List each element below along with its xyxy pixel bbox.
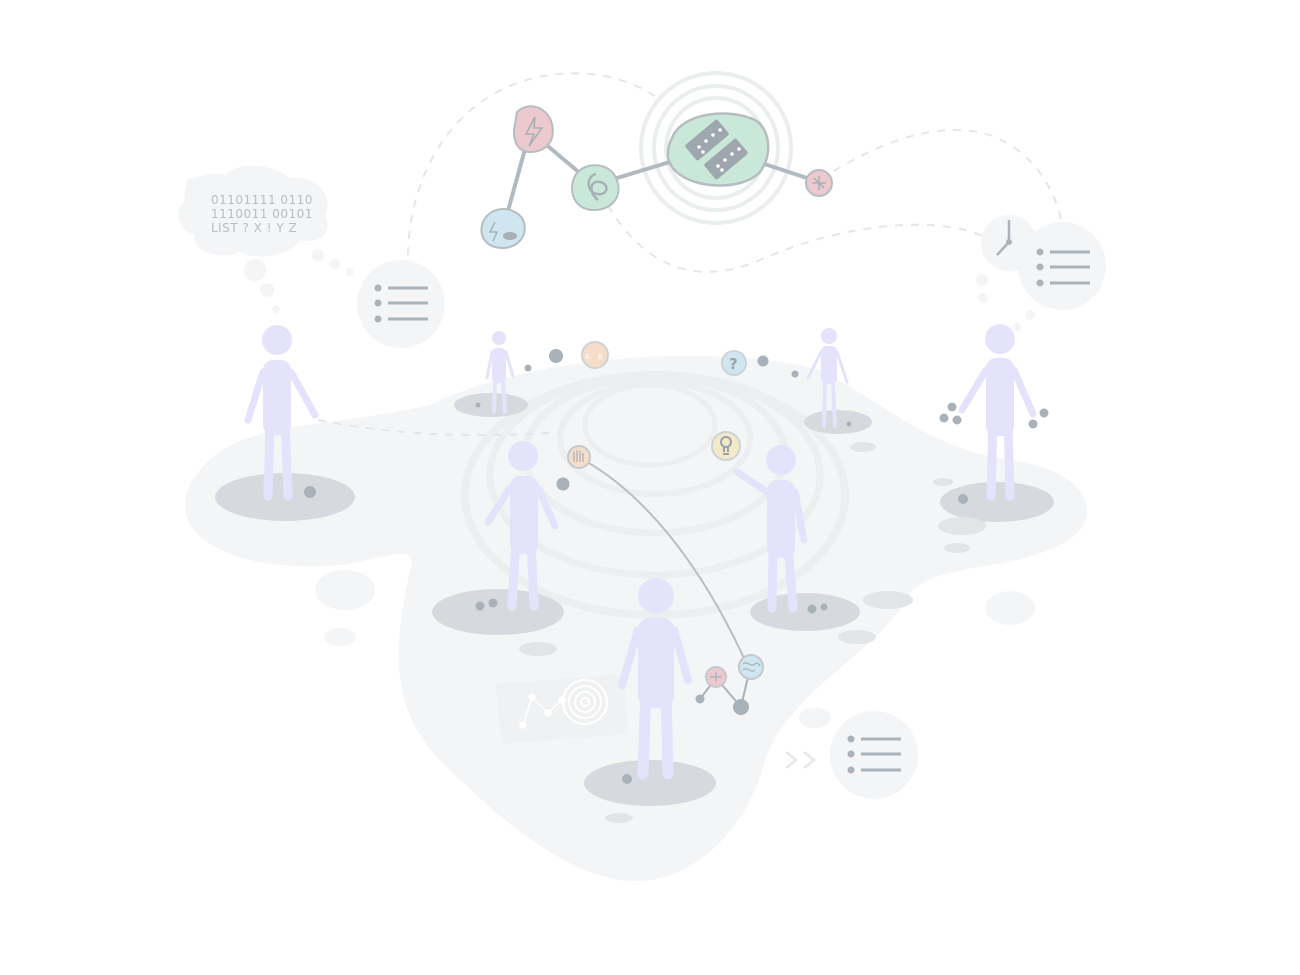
platform <box>804 410 872 434</box>
person-center-left <box>484 441 559 611</box>
chevrons-icon <box>785 751 817 769</box>
person-small-left <box>485 331 515 414</box>
bolt-node <box>480 208 526 250</box>
list-bubble-left <box>357 260 445 348</box>
ground-blob <box>184 355 1088 882</box>
platforms <box>215 393 1054 806</box>
list-icon <box>374 284 428 323</box>
platform <box>940 482 1054 522</box>
ground-patch <box>324 628 356 646</box>
list-icon <box>1036 248 1090 287</box>
lightning-node <box>513 105 554 154</box>
people <box>244 324 1037 780</box>
hand-token <box>567 445 591 469</box>
ground-patch <box>799 708 831 728</box>
person-center-right <box>733 445 808 613</box>
domino-node <box>666 112 770 187</box>
bolt-icon <box>488 221 499 242</box>
hand-icon <box>812 176 826 190</box>
binary-line-2: 1110011 00101 <box>211 207 313 221</box>
binary-line-1: 01101111 0110 <box>211 193 313 207</box>
person-right <box>958 324 1037 501</box>
thought-bubble: 01101111 0110 1110011 00101 LIST ? X ! Y… <box>178 165 354 313</box>
lightning-icon <box>524 116 544 147</box>
platform-dots <box>304 402 968 784</box>
lightbulb-token <box>711 431 741 461</box>
network-card <box>495 674 628 744</box>
radar-icon <box>562 679 608 725</box>
question-token: ? <box>721 350 747 376</box>
ground-patch <box>315 570 375 610</box>
svg-text:B: B <box>598 353 603 361</box>
bottom-node-cluster <box>695 654 764 715</box>
hand-icon <box>573 450 584 462</box>
person-small-right <box>806 328 849 428</box>
person-left <box>244 325 319 501</box>
top-node-network <box>480 71 833 250</box>
domino-icon <box>685 119 748 180</box>
small-stones <box>519 442 986 823</box>
list-bubble-bottom <box>830 711 918 799</box>
svg-text:A: A <box>585 353 590 361</box>
platform <box>432 589 564 635</box>
person-front <box>618 578 692 780</box>
lightbulb-icon <box>720 436 732 455</box>
list-bubble-right <box>976 215 1106 331</box>
clock-icon <box>996 220 1012 256</box>
floating-dots <box>524 349 1049 491</box>
platform <box>454 393 528 417</box>
knot-icon <box>587 172 608 201</box>
ground-patch <box>985 591 1035 625</box>
platform <box>584 760 716 806</box>
binary-line-3: LIST ? X ! Y Z <box>211 221 297 235</box>
network-icon <box>519 693 566 729</box>
connector-curve <box>579 457 749 668</box>
wave-node <box>738 654 764 680</box>
list-icon <box>847 735 901 774</box>
dashed-connections <box>317 72 1063 437</box>
question-icon: ? <box>729 355 738 373</box>
platform <box>750 593 860 631</box>
knot-node <box>571 164 620 212</box>
ab-token: A B <box>581 341 609 369</box>
